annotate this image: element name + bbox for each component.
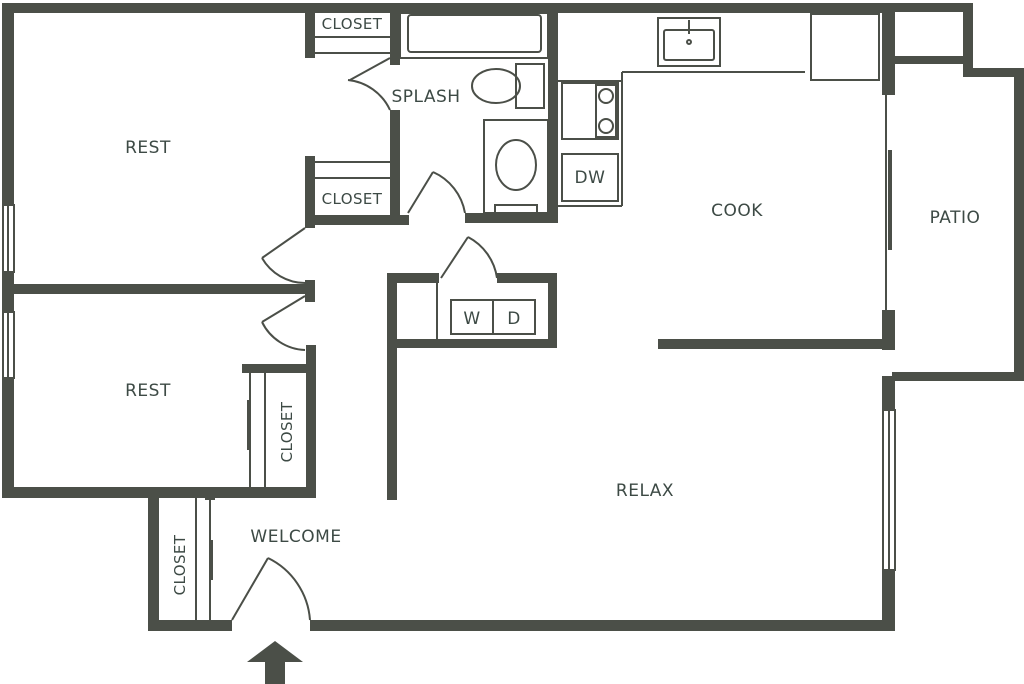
wall-laundry-top-left — [387, 273, 439, 283]
door-rest-bottom — [261, 295, 306, 323]
door-splash — [349, 57, 391, 81]
wall-rest-closet-right — [306, 345, 316, 498]
vanity-sink — [495, 139, 537, 191]
wall-right-upper — [882, 3, 895, 95]
wall-patio-notch — [963, 3, 973, 73]
closet-label-middle: CLOSET — [322, 190, 383, 208]
room-label-cook: COOK — [711, 201, 763, 221]
wall-right-lower-a — [882, 376, 895, 410]
wall-rest-bottom — [2, 487, 316, 498]
wall-right-lower-b — [882, 570, 895, 631]
wall-hall-right — [387, 273, 397, 500]
wall-left-upper — [2, 3, 14, 205]
stove — [561, 82, 619, 140]
wall-mid-closet-bottom — [305, 215, 409, 225]
refrigerator — [810, 13, 880, 81]
door-bath — [407, 171, 434, 214]
wall-laundry-bottom — [387, 339, 557, 348]
vanity — [483, 119, 549, 214]
wall-laundry-top-right — [497, 273, 557, 283]
doors — [231, 57, 498, 621]
wall-kitchen-divider — [658, 339, 888, 349]
bath-fixtures — [399, 12, 549, 216]
wall-rest-divider — [2, 284, 314, 294]
appliance-label-washer: W — [463, 309, 480, 329]
wall-mid-closet-right — [390, 110, 400, 225]
closet-label-top: CLOSET — [322, 15, 383, 33]
door-laundry — [440, 236, 469, 279]
closet-label-rest-bottom: CLOSET — [278, 401, 296, 462]
wall-rest-closet-top — [242, 364, 316, 373]
wall-bottom-entry-left — [148, 620, 232, 631]
wall-patio-right — [1014, 68, 1024, 380]
room-label-relax: RELAX — [616, 481, 674, 501]
room-label-patio: PATIO — [930, 208, 981, 228]
bathtub-inner — [407, 14, 542, 53]
wall-patio-top — [892, 3, 972, 12]
appliance-label-dishwasher: DW — [575, 168, 606, 188]
door-rest-top — [261, 227, 306, 259]
interior-walls — [2, 3, 888, 500]
appliance-label-dryer: D — [507, 309, 521, 329]
wall-bath-bottom — [465, 213, 557, 223]
dishwasher — [561, 153, 619, 202]
wall-laundry-right — [548, 273, 557, 347]
room-label-rest-bottom: REST — [125, 381, 171, 401]
toilet-tank — [515, 63, 545, 109]
kitchen-sink — [657, 17, 721, 67]
wall-top — [2, 3, 892, 13]
wall-bottom-main — [310, 620, 895, 631]
wall-rest-divider-end — [305, 280, 315, 302]
closet-details — [195, 36, 390, 620]
wall-bath-right — [548, 3, 558, 223]
toilet-bowl — [471, 68, 521, 104]
labels: REST REST SPLASH COOK PATIO RELAX WELCOM… — [125, 15, 980, 595]
door-splash-arc — [347, 79, 391, 111]
patio-sliding-door — [885, 95, 892, 310]
up-arrow-icon — [247, 641, 303, 684]
room-label-splash: SPLASH — [391, 87, 460, 107]
wall-mid-closet-left — [305, 156, 315, 228]
door-entry — [231, 557, 269, 621]
room-label-welcome: WELCOME — [250, 527, 341, 547]
windows — [2, 204, 896, 571]
wall-top-closet-right — [390, 3, 400, 65]
kitchen-fixtures — [558, 13, 880, 207]
wall-patio-notch-bottom — [892, 56, 972, 64]
wall-patio-bottom — [892, 372, 1024, 381]
room-label-rest-top: REST — [125, 138, 171, 158]
laundry — [436, 283, 536, 339]
closet-label-entry: CLOSET — [171, 534, 189, 595]
dryer — [492, 299, 536, 335]
wall-left-lower — [2, 378, 14, 498]
wall-entry-left — [148, 487, 159, 631]
wall-top-closet-left — [305, 3, 315, 58]
bathtub — [399, 12, 549, 59]
wall-patio-top-right — [963, 68, 1024, 77]
